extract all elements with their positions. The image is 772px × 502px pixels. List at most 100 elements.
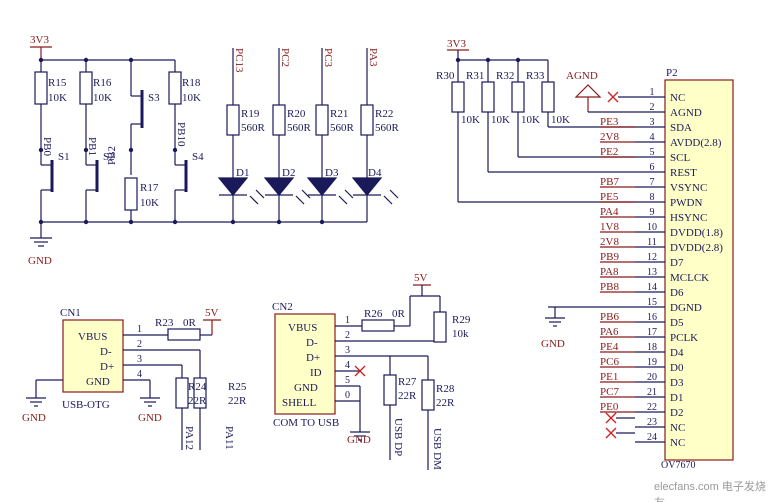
cn1-n4: 4 bbox=[137, 369, 142, 380]
resistor-r26 bbox=[361, 319, 395, 332]
cn2-pin-dm: D- bbox=[306, 337, 318, 349]
cn1-n3: 3 bbox=[137, 354, 142, 365]
resistor-r28 bbox=[421, 379, 435, 411]
r31-val: 10K bbox=[491, 114, 510, 126]
p2-pin-name: D6 bbox=[670, 287, 684, 299]
led1-r-ref: R19 bbox=[241, 108, 260, 120]
led-column-4 bbox=[351, 48, 399, 222]
net-3v3-left: 3V3 bbox=[30, 34, 49, 46]
r33-val: 10K bbox=[551, 114, 570, 126]
p2-pin-name: REST bbox=[670, 167, 697, 179]
p2-net-label: PE2 bbox=[600, 146, 618, 158]
gnd-left-label: GND bbox=[28, 255, 52, 267]
p2-gnd: GND bbox=[541, 338, 565, 350]
p2-pin-number: 4 bbox=[650, 132, 655, 143]
p2-net-label: PC7 bbox=[600, 386, 619, 398]
p2-net-label: 2V8 bbox=[600, 236, 619, 248]
p2-net-label: PE1 bbox=[600, 371, 618, 383]
p2-pin-number: 14 bbox=[647, 282, 657, 293]
led3-r-ref: R21 bbox=[330, 108, 348, 120]
r24-val: 22R bbox=[188, 395, 207, 407]
p2-pin-name: AVDD(2.8) bbox=[670, 137, 722, 149]
r23-ref: R23 bbox=[155, 317, 174, 329]
r25-ref: R25 bbox=[228, 381, 247, 393]
led4-ref: D4 bbox=[368, 167, 382, 179]
cn1-gnd-a: GND bbox=[22, 412, 46, 424]
s3-net: PB2 bbox=[106, 146, 118, 165]
resistor-r18 bbox=[168, 71, 182, 105]
r17-ref: R17 bbox=[140, 182, 159, 194]
p2-pin-name: AGND bbox=[670, 107, 702, 119]
p2-pin-name: HSYNC bbox=[670, 212, 707, 224]
cn2-pin-gnd: GND bbox=[294, 382, 318, 394]
p2-pin-name: PWDN bbox=[670, 197, 702, 209]
led4-r-val: 560R bbox=[375, 122, 400, 134]
p2-pin-number: 6 bbox=[650, 162, 655, 173]
r30-val: 10K bbox=[461, 114, 480, 126]
r15-val: 10K bbox=[48, 92, 67, 104]
p2-pin-name: PCLK bbox=[670, 332, 698, 344]
cn1-pa12: PA12 bbox=[183, 426, 195, 450]
led2-r-val: 560R bbox=[287, 122, 312, 134]
cn2-n0: 0 bbox=[345, 390, 350, 401]
p2-pin-number: 3 bbox=[650, 117, 655, 128]
p2-pin-name: D4 bbox=[670, 347, 684, 359]
p2-net-label: PE4 bbox=[600, 341, 619, 353]
r27-ref: R27 bbox=[398, 376, 417, 388]
r32-ref: R32 bbox=[496, 70, 514, 82]
p2-pin-number: 5 bbox=[650, 147, 655, 158]
resistor-r23 bbox=[167, 328, 201, 341]
p2-pin-number: 21 bbox=[647, 387, 657, 398]
cn2-n1: 1 bbox=[345, 315, 350, 326]
cn2-pin-shell: SHELL bbox=[282, 397, 317, 409]
p2-net-label: PA6 bbox=[600, 326, 619, 338]
r31-ref: R31 bbox=[466, 70, 484, 82]
led-column-1 bbox=[217, 48, 265, 222]
r26-ref: R26 bbox=[364, 308, 383, 320]
p2-pin-name: NC bbox=[670, 422, 685, 434]
cn2-pin-id: ID bbox=[310, 367, 322, 379]
s1-ref: S1 bbox=[58, 151, 70, 163]
cn1-ref: CN1 bbox=[60, 307, 81, 319]
p2-pin-name: NC bbox=[670, 437, 685, 449]
s4-ref: S4 bbox=[192, 151, 204, 163]
cn1-n1: 1 bbox=[137, 324, 142, 335]
cn1-pin-gnd: GND bbox=[86, 376, 110, 388]
led3-ref: D3 bbox=[325, 167, 339, 179]
cn2-gnd: GND bbox=[347, 434, 371, 446]
p2-pin-number: 1 bbox=[650, 87, 655, 98]
r18-ref: R18 bbox=[182, 77, 201, 89]
r15-net: PB0 bbox=[41, 137, 53, 156]
p2-net-label: PA4 bbox=[600, 206, 619, 218]
resistor-r15 bbox=[34, 71, 48, 105]
p2-pin-name: NC bbox=[670, 92, 685, 104]
cn2-n2: 2 bbox=[345, 330, 350, 341]
p2-net-label: PB7 bbox=[600, 176, 619, 188]
agnd-label: AGND bbox=[566, 70, 598, 82]
r15-ref: R15 bbox=[48, 77, 67, 89]
r23-val: 0R bbox=[183, 317, 197, 329]
led1-net: PC13 bbox=[233, 48, 245, 73]
p2-pin-number: 10 bbox=[647, 222, 657, 233]
cn2-usbdm: USB DM bbox=[431, 428, 443, 470]
watermark: elecfans.com 电子发烧友 bbox=[654, 481, 766, 502]
r32-val: 10K bbox=[521, 114, 540, 126]
p2-pin-number: 15 bbox=[647, 297, 657, 308]
p2-ref: P2 bbox=[666, 67, 678, 79]
p2-pin-number: 12 bbox=[647, 252, 657, 263]
resistor-r24 bbox=[175, 377, 189, 409]
cn2-n3: 3 bbox=[345, 345, 350, 356]
p2-net-label: PE5 bbox=[600, 191, 619, 203]
cn2-pin-dp: D+ bbox=[306, 352, 320, 364]
p2-pin-name: D1 bbox=[670, 392, 683, 404]
cn1-5v: 5V bbox=[205, 307, 219, 319]
p2-pin-name: D5 bbox=[670, 317, 684, 329]
p2-pin-name: MCLCK bbox=[670, 272, 709, 284]
s3-ref: S3 bbox=[148, 92, 160, 104]
p2-pin-number: 18 bbox=[647, 342, 657, 353]
p2-pin-number: 22 bbox=[647, 402, 657, 413]
gnd-left: GND bbox=[28, 237, 52, 267]
r24-ref: R24 bbox=[188, 381, 207, 393]
p2-pin-name: DGND bbox=[670, 302, 702, 314]
